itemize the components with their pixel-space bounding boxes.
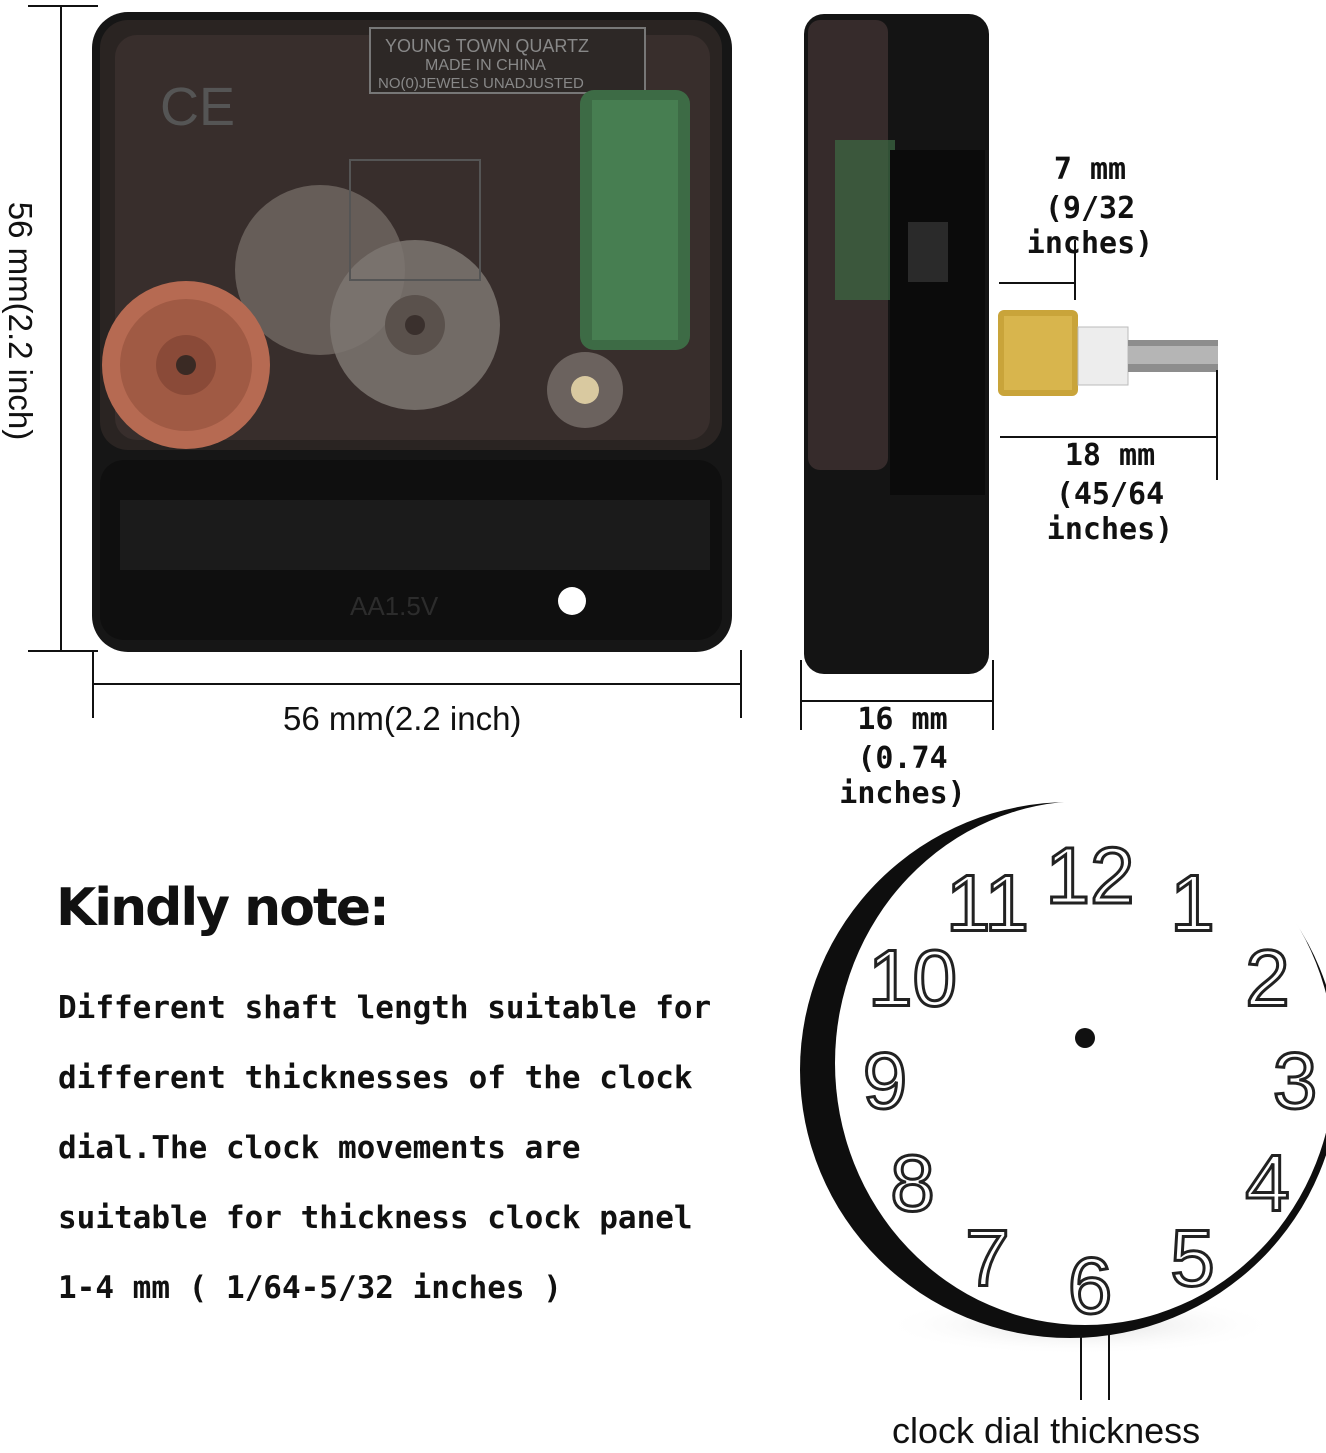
shaft-label: 18 mm (45/64 inches) — [1000, 438, 1220, 547]
dial-caption: clock dial thickness — [892, 1410, 1201, 1451]
depth-in: (0.74 inches) — [839, 741, 966, 811]
thread-in: (9/32 inches) — [1026, 191, 1154, 261]
dial-number: 3 — [1273, 1036, 1318, 1125]
dial-number: 6 — [1068, 1241, 1113, 1330]
note-line: dial.The clock movements are — [58, 1130, 581, 1166]
dial-number: 1 — [1170, 858, 1215, 947]
dial-number: 12 — [1046, 831, 1135, 920]
svg-text:NO(0)JEWELS UNADJUSTED: NO(0)JEWELS UNADJUSTED — [378, 75, 584, 92]
dial-number: 2 — [1245, 934, 1290, 1023]
clock-movement-front: AA1.5V CE YOUNG TOWN QUARTZ MADE IN CHIN… — [92, 12, 732, 652]
shaft-in: (45/64 inches) — [1046, 477, 1174, 547]
shaft-mm: 18 mm — [1064, 438, 1156, 473]
height-dim-line — [60, 5, 62, 650]
note-title: Kindly note: — [56, 878, 390, 938]
height-label: 56 mm(2.2 inch) — [2, 201, 39, 441]
depth-mm: 16 mm — [857, 702, 948, 737]
dial-number: 9 — [863, 1036, 908, 1125]
dial-number: 5 — [1170, 1214, 1215, 1303]
note-line: different thicknesses of the clock — [58, 1060, 693, 1096]
dial-center — [1075, 1028, 1095, 1048]
dial-number: 8 — [890, 1139, 935, 1228]
battery-text: AA1.5V — [350, 591, 439, 621]
depth-label: 16 mm (0.74 inches) — [800, 702, 1005, 811]
dial-number: 11 — [946, 858, 1029, 947]
svg-text:MADE IN CHINA: MADE IN CHINA — [425, 57, 546, 74]
note-line: Different shaft length suitable for — [58, 990, 712, 1026]
width-label: 56 mm(2.2 inch) — [283, 700, 522, 737]
dial-number: 4 — [1245, 1139, 1290, 1228]
clock-movement-side — [804, 14, 1218, 674]
note-body: Different shaft length suitable for diff… — [58, 973, 712, 1323]
thread-mm: 7 mm — [1053, 152, 1127, 187]
dial-number: 7 — [965, 1214, 1010, 1303]
dial-number: 10 — [868, 934, 957, 1023]
width-dim-line — [93, 683, 741, 685]
note-line: suitable for thickness clock panel — [58, 1200, 693, 1236]
svg-text:CE: CE — [160, 77, 235, 137]
note-line: 1-4 mm ( 1/64-5/32 inches ) — [58, 1270, 562, 1306]
thread-label: 7 mm (9/32 inches) — [990, 152, 1190, 261]
svg-text:YOUNG TOWN QUARTZ: YOUNG TOWN QUARTZ — [385, 36, 589, 56]
